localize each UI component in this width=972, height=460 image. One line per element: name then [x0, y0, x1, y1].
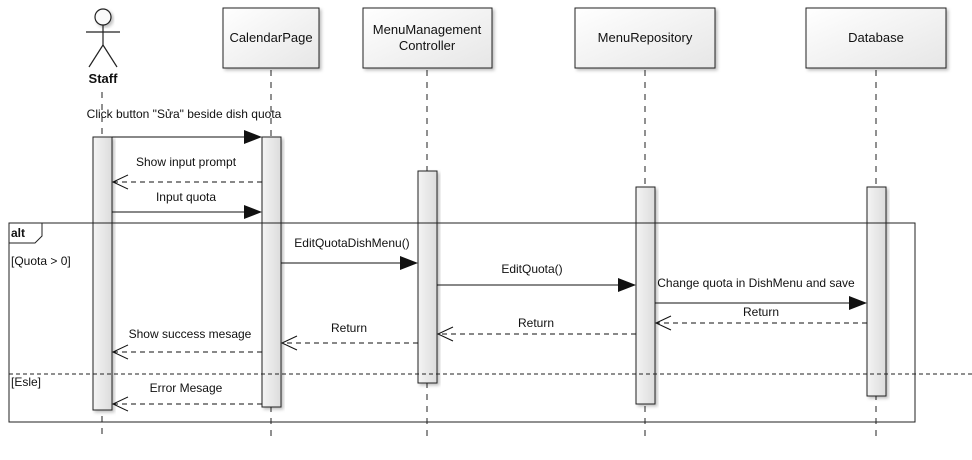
label-edit-quota-dish-menu: EditQuotaDishMenu(): [294, 236, 409, 250]
participant-repo-label: MenuRepository: [598, 30, 693, 45]
fragment-operator: alt: [11, 226, 25, 240]
label-return-db: Return: [743, 305, 779, 319]
message-error: [111, 396, 262, 412]
alt-fragment: alt [Quota > 0] [Esle]: [8, 222, 972, 423]
actor-staff: [86, 8, 120, 68]
label-return-controller: Return: [331, 321, 367, 335]
participant-db-label: Database: [848, 30, 904, 45]
label-return-repo: Return: [518, 316, 554, 330]
activations: [92, 136, 887, 411]
activation-controller: [417, 170, 438, 384]
message-click-edit: [112, 130, 262, 144]
message-return-controller: [280, 335, 418, 351]
label-input-quota: Input quota: [156, 190, 216, 204]
participant-controller-label-2: Controller: [399, 38, 456, 53]
participant-calendar-label: CalendarPage: [229, 30, 312, 45]
message-edit-quota: [437, 278, 636, 292]
message-show-input-prompt: [111, 174, 262, 190]
message-edit-quota-dish-menu: [281, 256, 418, 270]
message-return-repo: [436, 326, 636, 342]
activation-staff: [92, 136, 113, 411]
label-error: Error Mesage: [150, 381, 223, 395]
participant-db: Database: [805, 7, 947, 69]
activation-repo: [635, 186, 656, 405]
fragment-guard-then: [Quota > 0]: [11, 254, 71, 268]
activation-db: [866, 186, 887, 397]
label-show-success: Show success mesage: [129, 327, 252, 341]
participant-controller: MenuManagement Controller: [362, 7, 493, 69]
actor-head-icon: [94, 8, 112, 26]
fragment-guard-else: [Esle]: [11, 375, 41, 389]
participant-repo: MenuRepository: [574, 7, 716, 69]
message-return-db: [654, 315, 867, 331]
label-show-input-prompt: Show input prompt: [136, 155, 237, 169]
message-change-quota: [655, 296, 867, 310]
activation-calendar: [261, 136, 282, 408]
message-labels: Click button "Sửa" beside dish quota Sho…: [87, 107, 855, 395]
label-click-edit: Click button "Sửa" beside dish quota: [87, 107, 282, 121]
participant-controller-label-1: MenuManagement: [373, 22, 482, 37]
message-show-success: [111, 344, 262, 360]
label-change-quota: Change quota in DishMenu and save: [657, 276, 855, 290]
actor-name: Staff: [89, 71, 119, 86]
messages: [111, 130, 867, 412]
participant-calendar: CalendarPage: [222, 7, 320, 69]
message-input-quota: [112, 205, 262, 219]
label-edit-quota: EditQuota(): [501, 262, 562, 276]
